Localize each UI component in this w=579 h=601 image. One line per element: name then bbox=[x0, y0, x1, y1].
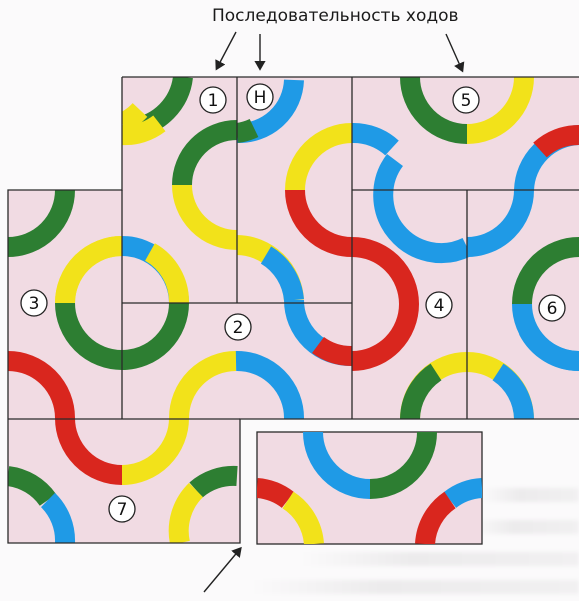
move-number-label: 7 bbox=[117, 500, 128, 520]
arrow-icon bbox=[446, 34, 462, 70]
move-badge-2: 2 bbox=[225, 314, 251, 340]
move-badge-7: 7 bbox=[109, 496, 135, 522]
arrow-icon bbox=[204, 549, 240, 592]
move-number-label: 4 bbox=[434, 296, 445, 316]
move-badge-1: 1 bbox=[200, 87, 226, 113]
move-number-label: 2 bbox=[233, 318, 244, 338]
move-badge-5: 5 bbox=[453, 87, 479, 113]
move-badge-4: 4 bbox=[426, 292, 452, 318]
move-number-label: 5 bbox=[461, 91, 472, 111]
track-segment bbox=[450, 488, 482, 500]
move-number-label: 1 bbox=[208, 91, 219, 111]
move-badge-3: 3 bbox=[21, 290, 47, 316]
track-segment bbox=[257, 488, 288, 500]
move-number-label: 6 bbox=[547, 299, 558, 319]
move-number-label: 3 bbox=[29, 294, 40, 314]
arrow-icon bbox=[217, 32, 236, 68]
move-badge-start: Н bbox=[247, 84, 273, 110]
move-badge-6: 6 bbox=[539, 295, 565, 321]
move-number-label: Н bbox=[254, 88, 267, 108]
